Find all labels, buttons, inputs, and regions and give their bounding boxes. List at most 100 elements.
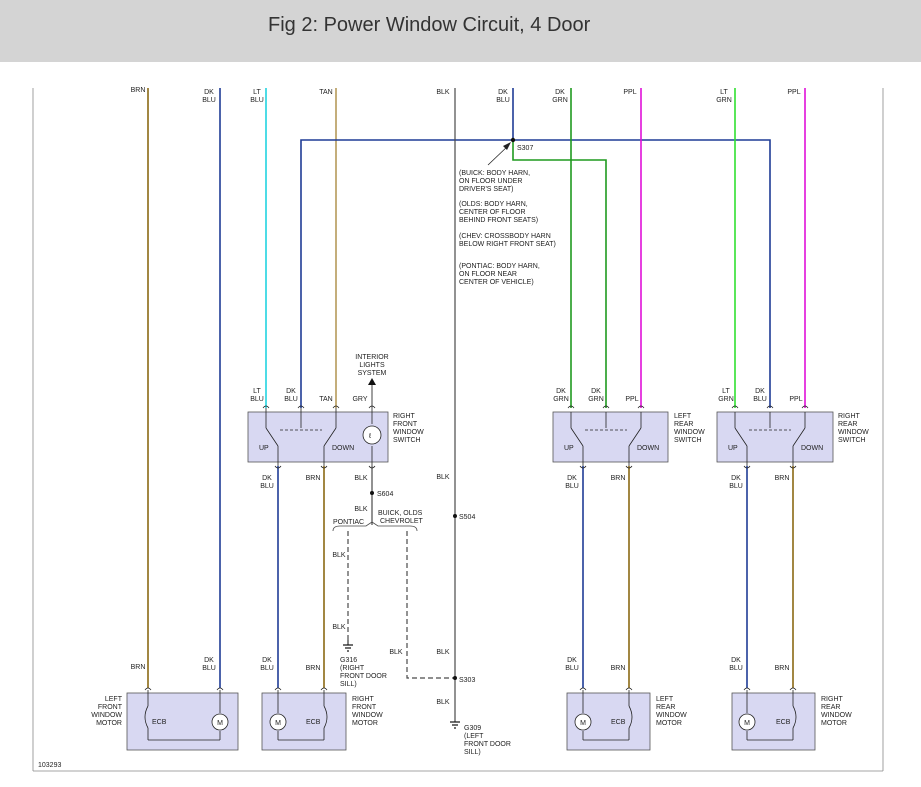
diagram-label: WINDOW	[674, 429, 705, 436]
diagram-label: SWITCH	[838, 437, 866, 444]
diagram-label: G316	[340, 657, 357, 664]
diagram-label: GRY	[352, 396, 367, 403]
right-front-window-motor: M ECB DK BLU BRN RIGHT FRONT WINDOW MOTO…	[260, 657, 383, 751]
diagram-label: INTERIOR	[355, 354, 388, 361]
s307-note-line: (OLDS: BODY HARN,	[459, 201, 528, 208]
s307-note-line: DRIVER'S SEAT)	[459, 186, 514, 193]
s307-note-line: (PONTIAC: BODY HARN,	[459, 263, 540, 270]
diagram-label: G309	[464, 725, 481, 732]
diagram-label: BLK	[389, 649, 403, 656]
diagram-label: DK	[498, 89, 508, 96]
diagram-label: BLK	[332, 552, 346, 559]
diagram-label: UP	[564, 445, 574, 452]
diagram-label: M	[217, 720, 223, 727]
diagram-label: BLK	[354, 475, 368, 482]
diagram-label: UP	[259, 445, 269, 452]
left-front-window-motor: ECB M BRN DK BLU LEFT FRONT WINDOW MOTOR	[91, 657, 239, 751]
wire-dkgrn-lr-switch-branch	[512, 140, 607, 408]
diagram-label: SYSTEM	[358, 370, 387, 377]
s307-note-line: BEHIND FRONT SEATS)	[459, 217, 538, 224]
diagram-label: DOWN	[801, 445, 823, 452]
diagram-label: DK	[262, 475, 272, 482]
s307-note-line: ON FLOOR NEAR	[459, 271, 517, 278]
diagram-label: FRONT	[393, 421, 418, 428]
diagram-label: LEFT	[674, 413, 692, 420]
diagram-label: BLK	[436, 474, 450, 481]
diagram-label: DK	[755, 388, 765, 395]
diagram-label: BLK	[436, 89, 450, 96]
diagram-label: MOTOR	[821, 720, 847, 727]
diagram-label: REAR	[838, 421, 857, 428]
diagram-label: BLU	[250, 97, 264, 104]
diagram-label: BRN	[131, 87, 146, 94]
diagram-label: BLU	[202, 97, 216, 104]
diagram-label: BLK	[436, 699, 450, 706]
s307-note-line: CENTER OF FLOOR	[459, 209, 526, 216]
diagram-label: ECB	[306, 719, 321, 726]
diagram-label: WINDOW	[393, 429, 424, 436]
buick-olds-label-line2: CHEVROLET	[380, 518, 424, 525]
diagram-label: LT	[720, 89, 728, 96]
diagram-label: BRN	[775, 665, 790, 672]
diagram-label: RIGHT	[821, 696, 844, 703]
diagram-label: LT	[253, 388, 261, 395]
diagram-label: SWITCH	[674, 437, 702, 444]
diagram-label: BLU	[250, 396, 264, 403]
diagram-label: GRN	[588, 396, 604, 403]
diagram-label: DK	[567, 475, 577, 482]
diagram-label: DK	[731, 475, 741, 482]
wires	[147, 88, 806, 722]
diagram-label: DK	[567, 657, 577, 664]
diagram-label: BLU	[284, 396, 298, 403]
diagram-label: LIGHTS	[359, 362, 385, 369]
diagram-label: GRN	[718, 396, 734, 403]
diagram-label: WINDOW	[821, 712, 852, 719]
right-rear-window-switch: UP DOWN LT GRN DK BLU PPL DK BLU BRN RIG…	[716, 388, 869, 490]
splices	[370, 137, 516, 680]
diagram-label: REAR	[656, 704, 675, 711]
rf-blk-labels: BLK BLK BLK BLK BLK BLK BLK	[332, 474, 450, 706]
diagram-label: WINDOW	[838, 429, 869, 436]
diagram-label: BRN	[611, 475, 626, 482]
diagram-label: GRN	[553, 396, 569, 403]
diagram-label: FRONT DOOR	[340, 673, 387, 680]
splice-s307-label: S307	[517, 145, 533, 152]
buick-olds-label-line1: BUICK, OLDS	[378, 510, 423, 517]
splice-s604-dot	[370, 491, 374, 495]
diagram-label: BLK	[436, 649, 450, 656]
ground-g316: G316 (RIGHT FRONT DOOR SILL)	[340, 640, 387, 688]
diagram-label: WINDOW	[656, 712, 687, 719]
diagram-label: REAR	[674, 421, 693, 428]
diagram-label: (RIGHT	[340, 665, 365, 672]
diagram-label: BLU	[202, 665, 216, 672]
figure-header: Fig 2: Power Window Circuit, 4 Door	[0, 0, 921, 62]
diagram-label: M	[744, 720, 750, 727]
s307-note-line: (BUICK: BODY HARN,	[459, 170, 530, 177]
diagram-label: RIGHT	[352, 696, 375, 703]
diagram-label: TAN	[319, 396, 332, 403]
right-front-window-switch: ℓ UP DOWN LT BLU DK BLU TAN GRY DK BLU B…	[247, 388, 424, 490]
lamp-symbol-label: ℓ	[368, 433, 372, 440]
diagram-label: M	[275, 720, 281, 727]
diagram-label: DK	[286, 388, 296, 395]
s307-note-line: CENTER OF VEHICLE)	[459, 279, 534, 286]
diagram-label: UP	[728, 445, 738, 452]
left-rear-window-motor: M ECB DK BLU BRN LEFT REAR WINDOW MOTOR	[565, 657, 687, 751]
diagram-label: PPL	[625, 396, 638, 403]
splice-s303-label: S303	[459, 677, 475, 684]
diagram-label: BRN	[131, 664, 146, 671]
diagram-label: SILL)	[464, 749, 481, 756]
diagram-label: DK	[556, 388, 566, 395]
diagram-label: BRN	[775, 475, 790, 482]
splice-s504-label: S504	[459, 514, 475, 521]
page-frame	[32, 88, 884, 772]
diagram-label: FRONT	[98, 704, 123, 711]
interior-lights-note: INTERIOR LIGHTS SYSTEM	[355, 354, 388, 377]
diagram-label: GRN	[716, 97, 732, 104]
diagram-label: TAN	[319, 89, 332, 96]
interior-lights-arrow	[368, 378, 376, 385]
diagram-label: BLU	[496, 97, 510, 104]
diagram-label: DK	[591, 388, 601, 395]
left-rear-window-switch: UP DOWN DK GRN DK GRN PPL DK BLU BRN LEF…	[552, 388, 705, 490]
diagram-label: BLU	[729, 483, 743, 490]
